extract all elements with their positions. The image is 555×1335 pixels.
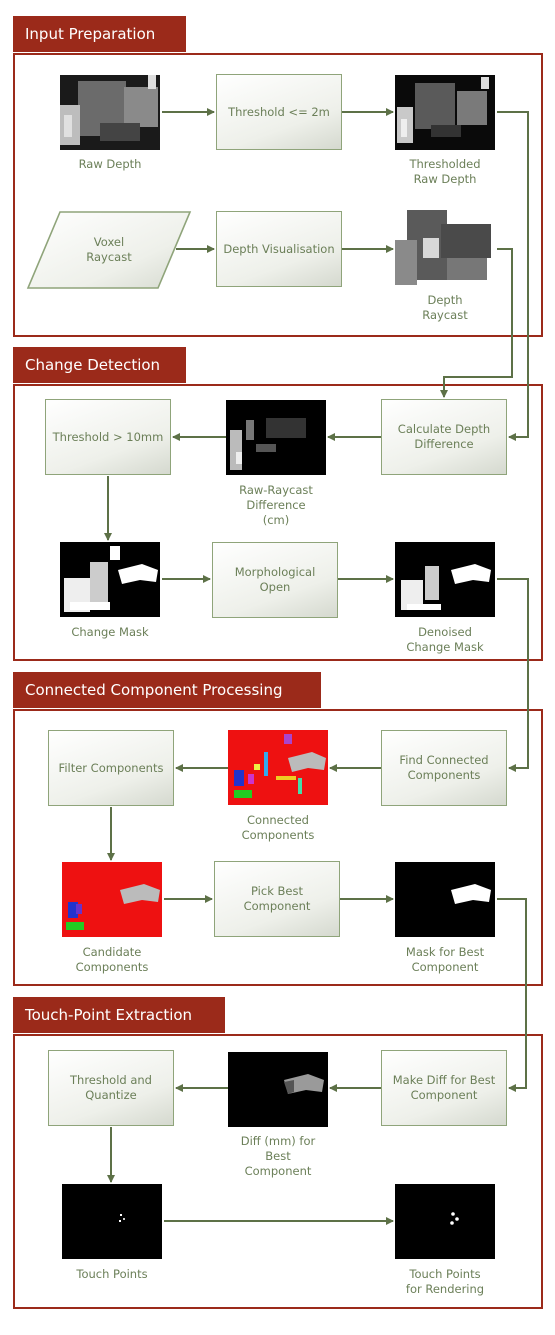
make-diff-best-component-box: Make Diff for Best Component: [381, 1050, 507, 1126]
calculate-depth-difference-box: Calculate Depth Difference: [381, 399, 507, 475]
section-title-change: Change Detection: [13, 347, 186, 383]
find-connected-components-box: Find Connected Components: [381, 730, 507, 806]
mask-best-component-label: Mask for Best Component: [405, 945, 485, 974]
diff-mm-best-component-label: Diff (mm) for Best Component: [240, 1134, 316, 1178]
touch-points-rendering-label: Touch Points for Rendering: [405, 1267, 485, 1296]
touch-points-image: [62, 1184, 162, 1259]
thresholded-raw-depth-image: [395, 75, 495, 150]
change-mask-image: [60, 542, 160, 617]
connected-components-label: Connected Components: [241, 813, 315, 842]
denoised-change-mask-label: Denoised Change Mask: [406, 625, 484, 654]
touch-points-label: Touch Points: [76, 1267, 148, 1281]
thresholded-raw-depth-label: Thresholded Raw Depth: [409, 157, 481, 186]
section-title-cc: Connected Component Processing: [13, 672, 321, 708]
depth-visualisation-box: Depth Visualisation: [216, 211, 342, 287]
raw-depth-label: Raw Depth: [78, 157, 142, 171]
raw-depth-image: [60, 75, 160, 150]
threshold-quantize-box: Threshold and Quantize: [48, 1050, 174, 1126]
touch-points-rendering-image: [395, 1184, 495, 1259]
candidate-components-label: Candidate Components: [75, 945, 149, 974]
denoised-change-mask-image: [395, 542, 495, 617]
voxel-raycast-label: Voxel Raycast: [86, 235, 132, 264]
depth-raycast-image: [395, 210, 495, 285]
pick-best-component-box: Pick Best Component: [214, 861, 340, 937]
filter-components-box: Filter Components: [48, 730, 174, 806]
connected-components-image: [228, 730, 328, 805]
threshold-10mm-box: Threshold > 10mm: [45, 399, 171, 475]
candidate-components-image: [62, 862, 162, 937]
threshold-2m-box: Threshold <= 2m: [216, 74, 342, 150]
diff-mm-best-component-image: [228, 1052, 328, 1127]
change-mask-label: Change Mask: [71, 625, 149, 639]
depth-raycast-label: Depth Raycast: [422, 293, 468, 322]
raw-raycast-difference-image: [226, 400, 326, 475]
mask-best-component-image: [395, 862, 495, 937]
morphological-open-box: Morphological Open: [212, 542, 338, 618]
raw-raycast-difference-label: Raw-Raycast Difference (cm): [239, 483, 313, 527]
section-title-input: Input Preparation: [13, 16, 186, 52]
section-title-touch: Touch-Point Extraction: [13, 997, 225, 1033]
